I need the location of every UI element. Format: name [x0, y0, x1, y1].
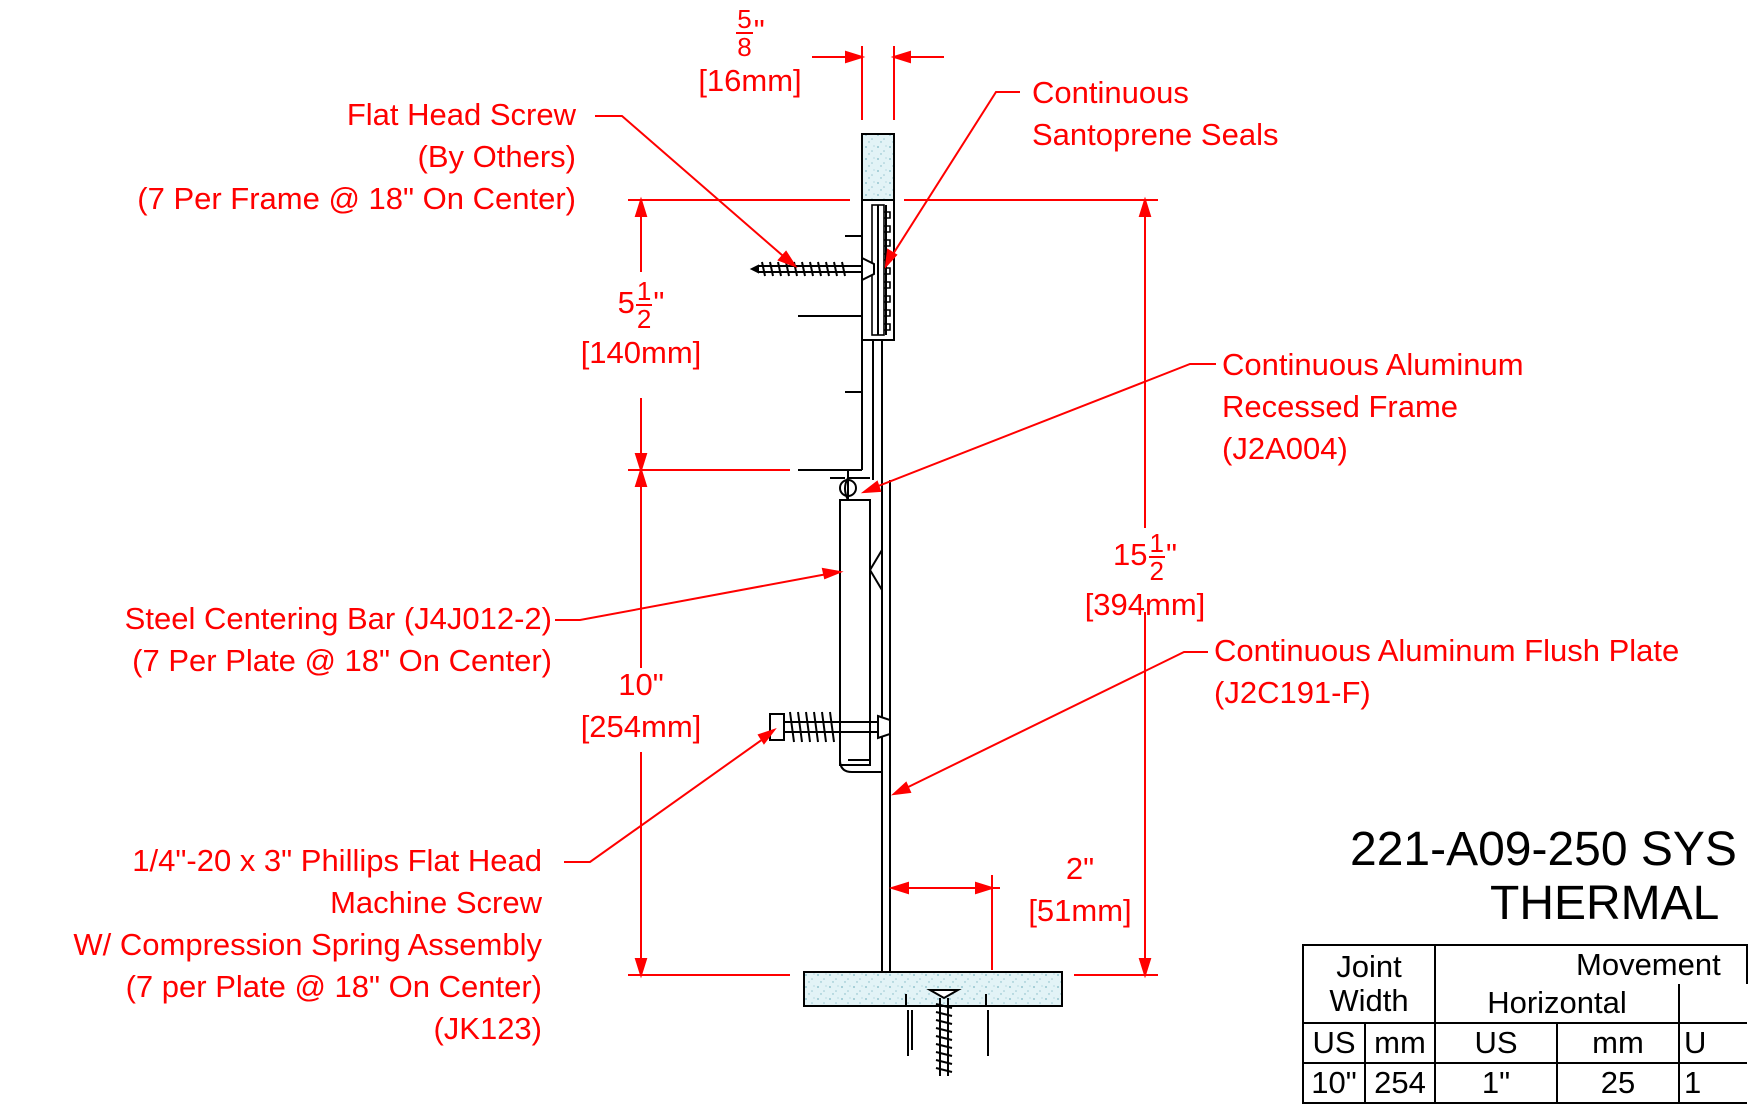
dim-upper-unit: "	[653, 285, 665, 321]
dim-gap-den: 8	[737, 32, 752, 62]
dim-upper-metric: [140mm]	[580, 335, 702, 370]
flat-head-screw	[749, 256, 875, 282]
dim-leg-metric: [51mm]	[1028, 893, 1132, 928]
header-width: Width	[1329, 983, 1409, 1018]
dim-leg: 2" [51mm]	[1010, 848, 1150, 932]
header-vertical-blank	[1678, 984, 1747, 1024]
wall-top-block	[861, 133, 895, 201]
dim-leg-text: 2"	[1065, 851, 1095, 886]
dim-total-unit: "	[1165, 537, 1177, 573]
floor-slab	[803, 971, 1063, 1056]
dim-upper-whole: 5	[617, 285, 635, 321]
callout-santoprene-seals: Continuous Santoprene Seals	[1032, 72, 1278, 156]
cell-joint-us: 10"	[1302, 1062, 1366, 1104]
callout-centering-bar: Steel Centering Bar (J4J012-2) (7 Per Pl…	[125, 598, 552, 682]
callout-line: Flat Head Screw	[346, 97, 576, 132]
dimension-lines	[628, 46, 1158, 979]
header-movement: Movement	[1434, 944, 1748, 984]
callout-line: Recessed Frame	[1222, 389, 1459, 424]
cell-vert-us: 1	[1678, 1062, 1747, 1104]
dim-lower: 10" [254mm]	[566, 664, 716, 748]
callout-line: W/ Compression Spring Assembly	[73, 927, 542, 962]
machine-screw-spring	[769, 711, 891, 743]
cell-joint-mm: 254	[1364, 1062, 1436, 1104]
callout-recessed-frame: Continuous Aluminum Recessed Frame (J2A0…	[1222, 344, 1524, 470]
floor-anchor-screw	[926, 989, 962, 1076]
dim-gap-metric: [16mm]	[698, 63, 802, 98]
movement-table: Joint Width Movement Horizontal US mm US…	[1302, 944, 1748, 1104]
callout-flush-plate: Continuous Aluminum Flush Plate (J2C191-…	[1214, 630, 1679, 714]
dim-total-metric: [394mm]	[1084, 587, 1206, 622]
cell-horiz-mm: 25	[1556, 1062, 1680, 1104]
col-us: US	[1302, 1022, 1366, 1064]
col-mm-horizontal: mm	[1556, 1022, 1680, 1064]
header-joint: Joint	[1336, 949, 1402, 984]
dim-upper-den: 2	[636, 304, 652, 334]
col-us-horizontal: US	[1434, 1022, 1558, 1064]
callout-line: Continuous	[1032, 75, 1189, 110]
dim-gap-unit: "	[753, 13, 765, 49]
callout-line: Continuous Aluminum Flush Plate	[1214, 633, 1680, 668]
col-us-vertical: U	[1678, 1022, 1747, 1064]
drawing-title-line-2: THERMAL	[1490, 877, 1720, 930]
dim-total-den: 2	[1149, 556, 1164, 586]
recessed-frame	[798, 199, 895, 500]
header-horizontal: Horizontal	[1434, 984, 1680, 1024]
header-joint-width: Joint Width	[1302, 944, 1436, 1024]
callout-line: Continuous Aluminum	[1222, 347, 1524, 382]
dim-total-num: 1	[1148, 528, 1165, 558]
dim-upper-num: 1	[635, 276, 653, 306]
callout-line: (By Others)	[417, 139, 576, 174]
callout-line: Machine Screw	[330, 885, 542, 920]
callout-line: (J2A004)	[1222, 431, 1348, 466]
callout-line: Santoprene Seals	[1032, 117, 1279, 152]
callout-line: (J2C191-F)	[1214, 675, 1371, 710]
callout-line: (7 Per Frame @ 18" On Center)	[137, 181, 576, 216]
col-mm: mm	[1364, 1022, 1436, 1064]
dim-total-whole: 15	[1113, 537, 1148, 573]
callout-line: 1/4"-20 x 3" Phillips Flat Head	[132, 843, 542, 878]
callout-line: (JK123)	[433, 1011, 542, 1046]
dim-lower-text: 10"	[618, 667, 664, 702]
callout-line: (7 Per Plate @ 18" On Center)	[132, 643, 552, 678]
drawing-title-line-1: 221-A09-250 SYS	[1350, 823, 1737, 876]
callout-flat-head-screw: Flat Head Screw (By Others) (7 Per Frame…	[137, 94, 576, 220]
cell-horiz-us: 1"	[1434, 1062, 1558, 1104]
callout-line: (7 per Plate @ 18" On Center)	[125, 969, 542, 1004]
callout-machine-screw: 1/4"-20 x 3" Phillips Flat Head Machine …	[73, 840, 542, 1050]
dim-lower-metric: [254mm]	[580, 709, 702, 744]
dim-gap-num: 5	[736, 4, 753, 34]
leader-lines	[555, 91, 1216, 863]
callout-line: Steel Centering Bar (J4J012-2)	[124, 601, 552, 636]
section-drawing	[555, 46, 1216, 1076]
